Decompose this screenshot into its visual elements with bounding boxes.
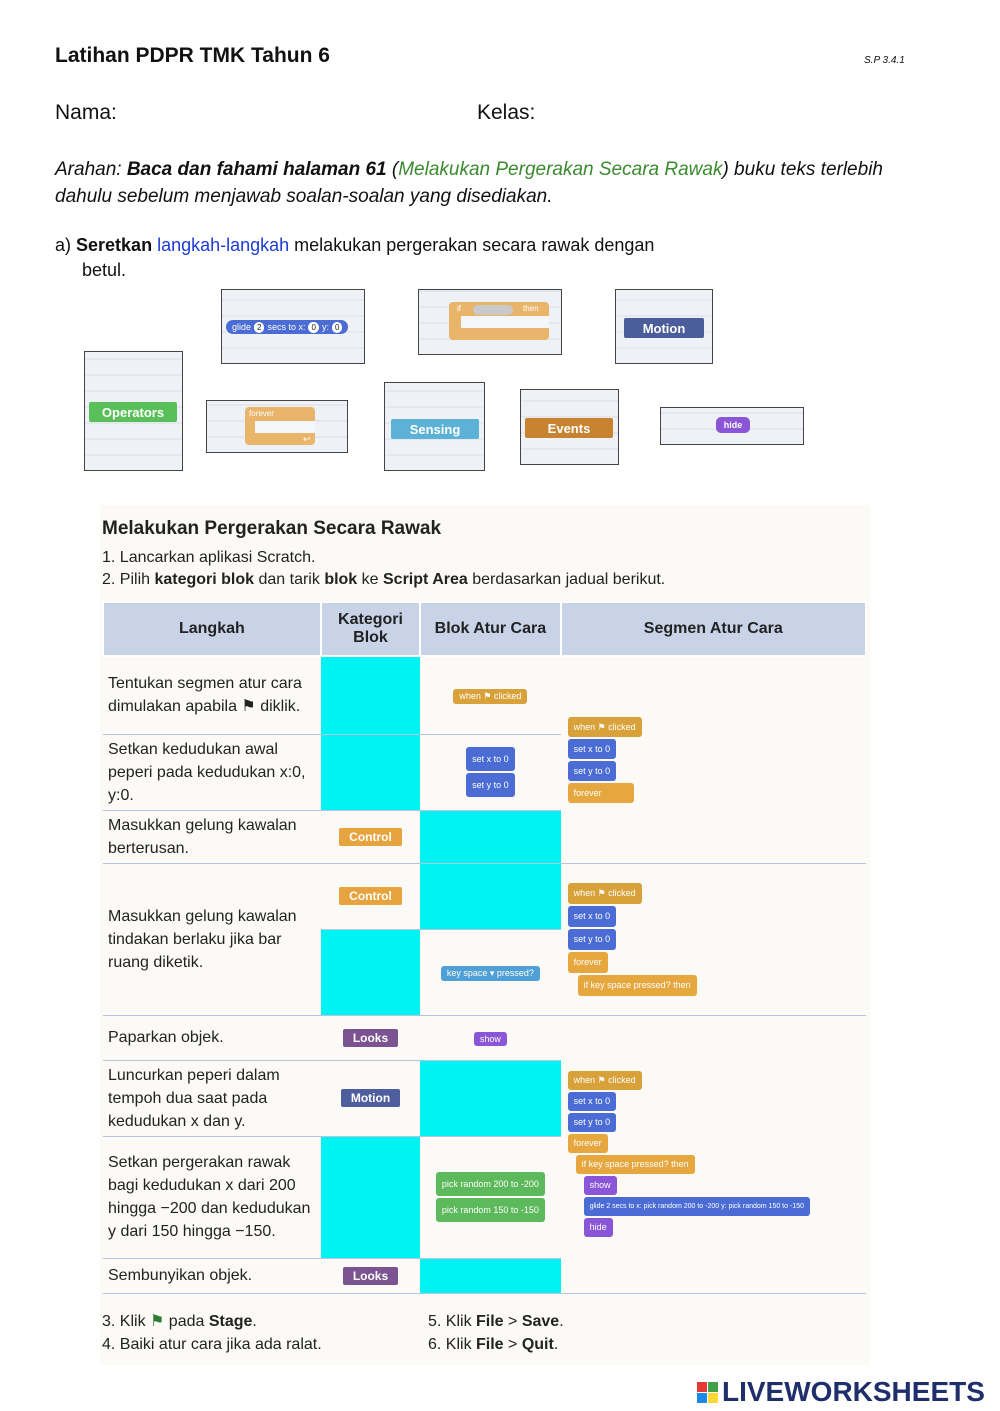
script-segment-2: when ⚑ clicked set x to 0 set y to 0 for… xyxy=(560,863,866,1016)
col-header-kategori: Kategori Blok xyxy=(319,601,422,657)
drag-tile-glide[interactable]: glide 2 secs to x: 0 y: 0 xyxy=(221,289,365,364)
drag-tile-forever[interactable]: forever ↩ xyxy=(206,400,348,453)
drop-zone-block[interactable] xyxy=(420,1258,561,1294)
drop-zone-category[interactable] xyxy=(320,734,421,811)
step-text: Sembunyikan objek. xyxy=(103,1258,321,1294)
question-a: a) Seretkan langkah-langkah melakukan pe… xyxy=(55,235,655,280)
category-motion: Motion xyxy=(340,1089,401,1107)
script-segment-3: when ⚑ clicked set x to 0 set y to 0 for… xyxy=(560,1015,866,1294)
green-flag-icon: ⚑ xyxy=(150,1313,165,1330)
name-label: Nama: xyxy=(55,101,117,124)
sensing-category: Sensing xyxy=(391,419,479,439)
table-row: Masukkan gelung kawalan berterusan. Cont… xyxy=(103,810,866,864)
step-6: 6. Klik File > Quit. xyxy=(428,1336,559,1353)
glide-block: glide 2 secs to x: 0 y: 0 xyxy=(226,320,349,334)
category-looks: Looks xyxy=(342,1266,399,1285)
step-1: 1. Lancarkan aplikasi Scratch. xyxy=(102,549,316,566)
events-category: Events xyxy=(525,418,613,438)
textbook-heading: Melakukan Pergerakan Secara Rawak xyxy=(102,518,442,539)
drag-tile-hide[interactable]: hide xyxy=(660,407,804,445)
step-text: Luncurkan peperi dalam tempoh dua saat p… xyxy=(103,1060,321,1137)
if-then-block: if then xyxy=(449,302,549,340)
show-block: show xyxy=(473,1031,507,1046)
set-x-block: set x to 0 xyxy=(466,747,515,771)
forever-block: forever ↩ xyxy=(245,407,315,445)
col-header-langkah: Langkah xyxy=(102,601,322,657)
empty-condition-slot xyxy=(473,305,513,315)
table-row: Luncurkan peperi dalam tempoh dua saat p… xyxy=(103,1060,866,1137)
drag-tile-events[interactable]: Events xyxy=(520,389,619,465)
category-control: Control xyxy=(339,887,402,905)
steps-5-6: 5. Klik File > Save. 6. Klik File > Quit… xyxy=(428,1310,564,1356)
step-text: Setkan pergerakan rawak bagi kedudukan x… xyxy=(103,1136,321,1259)
drop-zone-block[interactable] xyxy=(420,863,561,930)
logo-icon xyxy=(697,1381,718,1403)
step-5: 5. Klik File > Save. xyxy=(428,1313,564,1330)
drag-tile-motion[interactable]: Motion xyxy=(615,289,713,364)
class-label: Kelas: xyxy=(477,101,536,124)
liveworksheets-logo: LIVEWORKSHEETS xyxy=(697,1376,985,1408)
col-header-segmen: Segmen Atur Cara xyxy=(559,601,868,657)
table-row: Tentukan segmen atur cara dimulakan apab… xyxy=(103,656,866,864)
standard-code: S.P 3.4.1 xyxy=(864,55,905,66)
table-row: key space ▾ pressed? xyxy=(103,929,866,1016)
script-segment-1: when ⚑ clicked set x to 0 set y to 0 for… xyxy=(560,656,866,864)
drop-zone-block[interactable] xyxy=(420,1060,561,1137)
when-clicked-block: when ⚑ clicked xyxy=(453,688,528,704)
category-looks: Looks xyxy=(342,1028,399,1047)
drop-zone-category[interactable] xyxy=(320,929,421,1016)
table-header-row: Langkah Kategori Blok Blok Atur Cara Seg… xyxy=(102,601,868,657)
table-row: Setkan kedudukan awal peperi pada kedudu… xyxy=(103,734,866,811)
table-row: Sembunyikan objek. Looks xyxy=(103,1258,866,1294)
table-row: Masukkan gelung kawalan tindakan berlaku… xyxy=(103,863,866,1016)
drag-tile-sensing[interactable]: Sensing xyxy=(384,382,485,471)
operators-category: Operators xyxy=(89,402,177,422)
pick-random-x-block: pick random 200 to -200 xyxy=(435,1172,545,1196)
step-text: Masukkan gelung kawalan tindakan berlaku… xyxy=(103,863,321,1016)
step-text: Tentukan segmen atur cara dimulakan apab… xyxy=(103,656,321,735)
steps-3-4: 3. Klik ⚑ pada Stage. 4. Baiki atur cara… xyxy=(102,1310,322,1356)
col-header-blok: Blok Atur Cara xyxy=(419,601,562,657)
step-text: Paparkan objek. xyxy=(103,1015,321,1061)
step-3: 3. Klik ⚑ pada Stage. xyxy=(102,1313,257,1330)
motion-category: Motion xyxy=(624,318,704,338)
worksheet-title: Latihan PDPR TMK Tahun 6 xyxy=(55,44,330,67)
drop-zone-category[interactable] xyxy=(320,656,421,735)
key-pressed-block: key space ▾ pressed? xyxy=(440,965,540,981)
steps-table: Langkah Kategori Blok Blok Atur Cara Seg… xyxy=(102,601,868,1294)
step-text: Masukkan gelung kawalan berterusan. xyxy=(103,810,321,864)
drag-tile-if-then[interactable]: if then xyxy=(418,289,562,355)
instruction-text: Arahan: Baca dan fahami halaman 61 (Mela… xyxy=(55,159,883,207)
hide-block: hide xyxy=(716,417,750,433)
table-row: Setkan pergerakan rawak bagi kedudukan x… xyxy=(103,1136,866,1259)
category-control: Control xyxy=(339,827,402,846)
step-2: 2. Pilih kategori blok dan tarik blok ke… xyxy=(102,571,666,588)
loop-arrow-icon: ↩ xyxy=(303,434,311,444)
drop-zone-category[interactable] xyxy=(320,1136,421,1259)
drag-tile-operators[interactable]: Operators xyxy=(84,351,183,471)
drop-zone-block[interactable] xyxy=(420,810,561,864)
step-text: Setkan kedudukan awal peperi pada kedudu… xyxy=(103,734,321,811)
table-row: Paparkan objek. Looks show when ⚑ clicke… xyxy=(103,1015,866,1294)
pick-random-y-block: pick random 150 to -150 xyxy=(435,1198,545,1222)
step-4: 4. Baiki atur cara jika ada ralat. xyxy=(102,1336,322,1353)
set-y-block: set y to 0 xyxy=(466,773,515,797)
